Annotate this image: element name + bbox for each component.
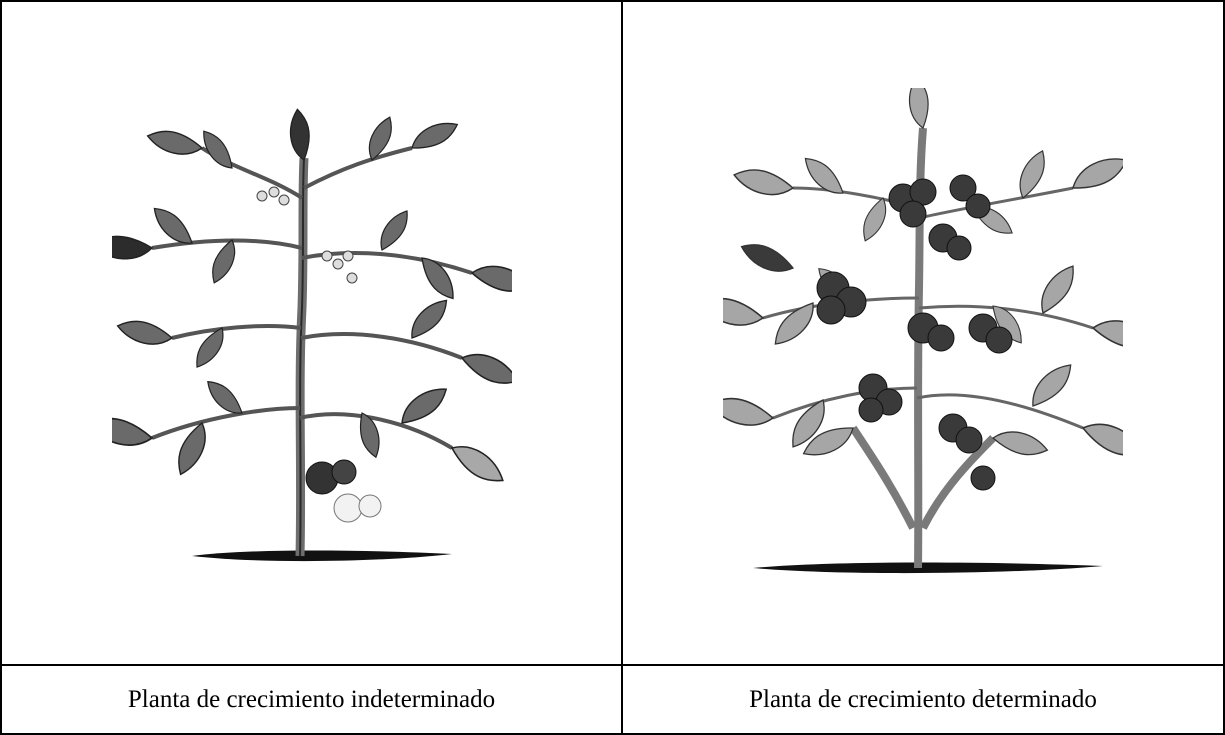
- determinate-plant-icon: [723, 88, 1123, 574]
- indeterminate-plant-icon: [111, 108, 512, 562]
- figure-caption: Planta de crecimiento determinado: [749, 685, 1097, 713]
- caption-cell-left: Planta de crecimiento indeterminado: [0, 664, 621, 735]
- image-cell-left: [0, 0, 621, 664]
- figure-caption: Planta de crecimiento indeterminado: [127, 685, 496, 713]
- caption-cell-right: Planta de crecimiento determinado: [621, 664, 1225, 735]
- image-cell-right: [621, 0, 1225, 664]
